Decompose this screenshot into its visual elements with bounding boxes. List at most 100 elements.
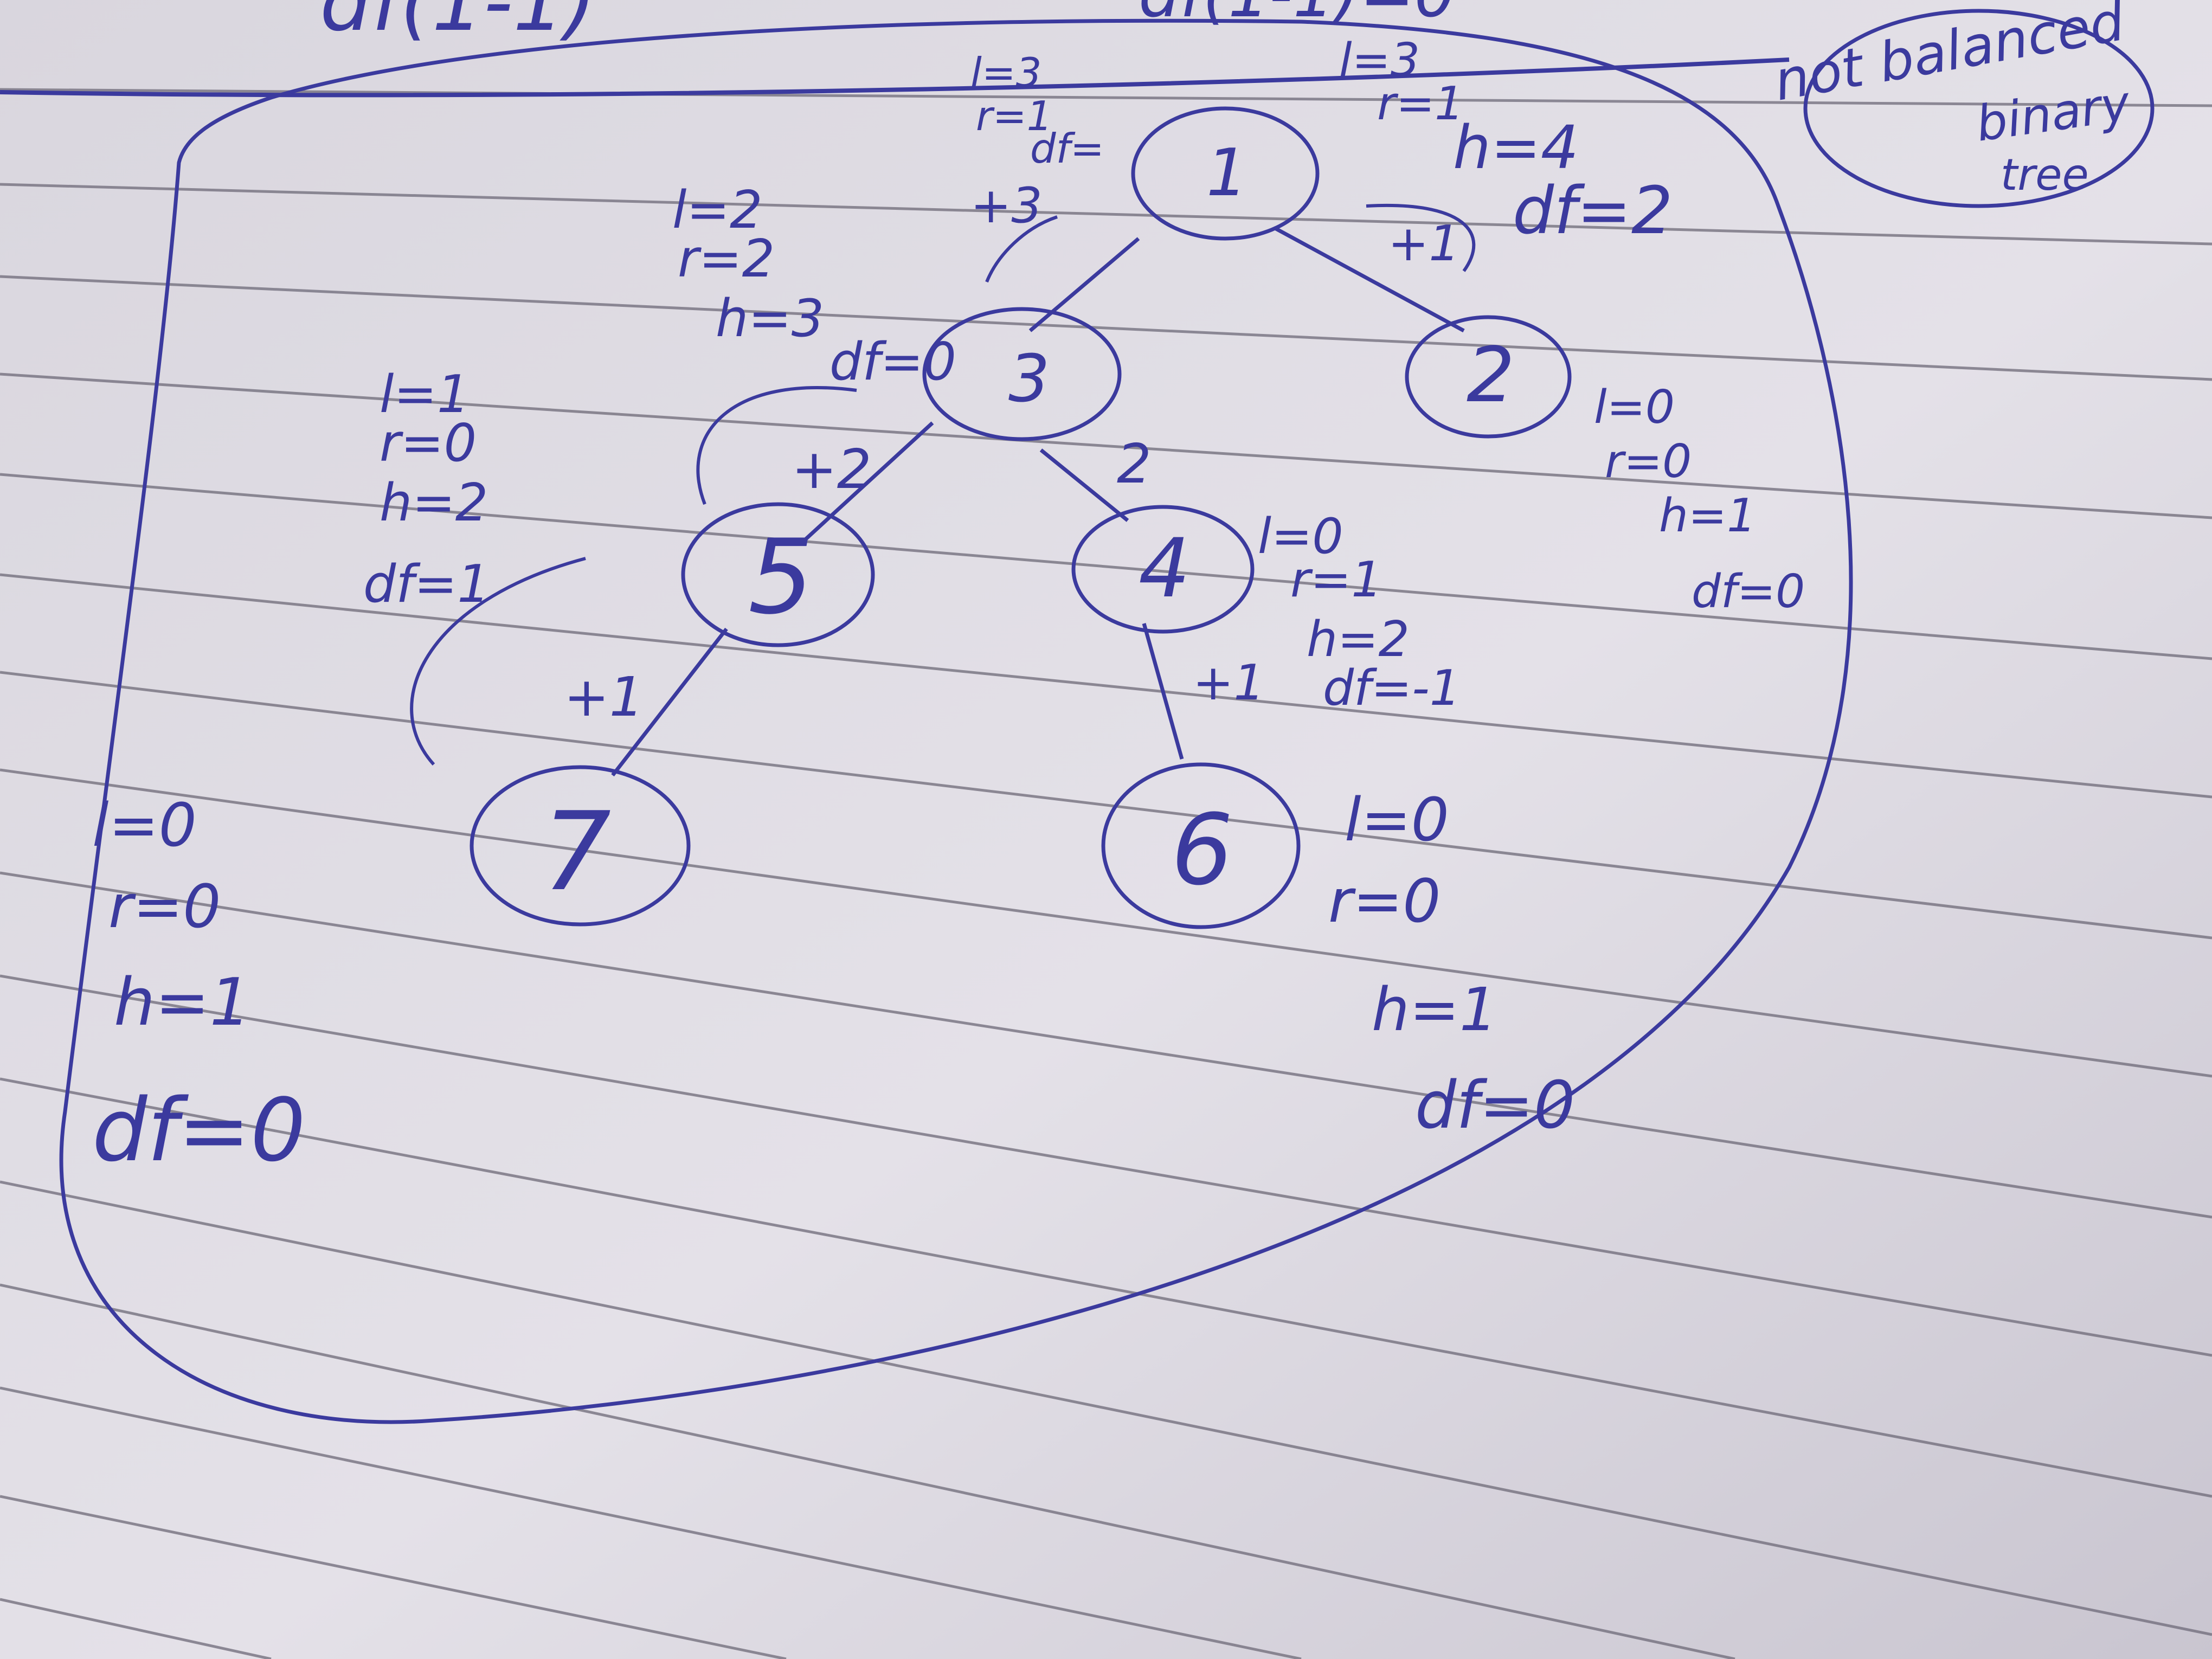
rule-line (0, 1283, 1735, 1659)
edge-label-5-7: +1 (564, 665, 644, 729)
node-6-circle (1101, 762, 1301, 929)
annotation-node-2: l=0 r=0 h=1 df=0 (1594, 381, 1805, 619)
top-ink-line (0, 57, 1790, 98)
node-1-circle (1131, 106, 1320, 241)
annotation-line: l=0 (1258, 508, 1343, 565)
node-2-circle (1405, 315, 1572, 439)
rule-line (0, 671, 2212, 940)
node-4: 4 (1071, 505, 1255, 634)
annotation-line: h=4 (1453, 113, 1579, 182)
annotation-node-7: l=0 r=0 h=1 df=0 (92, 790, 306, 1181)
annotation-line: r=0 (108, 872, 221, 941)
annotation-node-3: l=2 r=2 h=3 df=0 (672, 181, 956, 392)
arrow-7-to-5 (410, 557, 586, 766)
node-3-circle (922, 307, 1122, 441)
node-6: 6 (1101, 762, 1301, 929)
edge-3-4 (1039, 448, 1129, 522)
annotation-line: r=0 (1605, 435, 1692, 488)
annotation-line: h=2 (380, 473, 488, 533)
edge-5-7 (611, 627, 728, 777)
node-4-label: 4 (1139, 522, 1190, 616)
annotation-line: l=1 (380, 365, 470, 425)
arrow-3-to-1 (985, 215, 1058, 283)
edge-label-3-5: +2 (792, 438, 871, 501)
rule-line (0, 275, 2212, 381)
node-5-label: 5 (748, 517, 814, 637)
top-cutoff-center: df(1-1)=0 (1139, 0, 1456, 32)
annotation-line: h=1 (114, 965, 251, 1040)
node-4-circle (1071, 505, 1255, 634)
side-note-loop (1803, 9, 2155, 208)
rule-line (0, 1598, 272, 1659)
annotation-line: h=3 (716, 289, 824, 349)
annotation-line: r=2 (678, 229, 775, 289)
annotation-line: df=0 (829, 332, 956, 392)
rule-line (0, 1495, 787, 1659)
rule-line (0, 183, 2212, 246)
arrow-2-to-1 (1366, 203, 1476, 272)
annotation-line: df=0 (1692, 565, 1805, 619)
node-6-label: 6 (1171, 794, 1233, 907)
annotation-node-5: l=1 r=0 h=2 df=1 (363, 365, 490, 614)
annotation-line: r=0 (1328, 866, 1441, 936)
annotation-line: l=0 (1594, 381, 1675, 434)
annotation-line: l=3 (970, 49, 1041, 97)
annotation-line: df= (1030, 125, 1104, 172)
annotation-line: df=2 (1513, 173, 1673, 249)
rule-line (0, 871, 2212, 1219)
annotation-line: r=1 (976, 92, 1052, 140)
enclosing-loop (59, 18, 1853, 1424)
annotation-node-6: l=0 r=0 h=1 df=0 (1328, 785, 1575, 1143)
annotation-line: r=1 (1377, 77, 1464, 131)
ruled-lines (0, 88, 2212, 1659)
node-5: 5 (681, 502, 875, 647)
rule-line (0, 1180, 2212, 1636)
rule-line (0, 1077, 2212, 1498)
rule-line (0, 974, 2212, 1357)
rule-line (0, 573, 2212, 799)
rule-line (0, 473, 2212, 660)
node-2-label: 2 (1467, 331, 1515, 420)
node-7-label: 7 (542, 789, 611, 915)
top-cutoff-left: df(1-1) (320, 0, 596, 49)
annotation-node-1-left: l=3 r=1 df= (970, 49, 1104, 172)
node-3: 3 (922, 307, 1122, 441)
edge-label-3-4: 2 (1117, 432, 1152, 496)
node-1: 1 (1131, 106, 1320, 241)
annotation-line: h=1 (1659, 489, 1756, 543)
edge-label-1-2: +1 (1388, 215, 1460, 272)
node-1-label: 1 (1206, 136, 1248, 211)
annotation-line: df=0 (1415, 1068, 1575, 1143)
annotation-node-1-right: l=3 r=1 h=4 df=2 (1339, 34, 1673, 249)
side-note-line3: tree (2001, 150, 2089, 200)
tree-edges (611, 226, 1465, 777)
node-2: 2 (1405, 315, 1572, 439)
rule-line (0, 768, 2212, 1078)
node-7-circle (470, 765, 691, 927)
annotation-line: h=2 (1307, 611, 1410, 668)
edge-4-6 (1142, 623, 1184, 760)
edge-1-2 (1273, 226, 1465, 333)
annotation-line: l=0 (1345, 785, 1449, 854)
annotation-line: l=3 (1339, 34, 1420, 87)
node-5-circle (681, 502, 875, 647)
edge-label-1-3: +3 (970, 177, 1043, 234)
annotation-line: r=0 (380, 414, 477, 473)
node-3-label: 3 (1008, 342, 1050, 417)
annotation-line: df=0 (92, 1079, 306, 1181)
rotation-arrows (410, 203, 1476, 766)
edge-1-3 (1028, 237, 1140, 332)
rule-line (0, 88, 2212, 107)
annotation-node-4: l=0 r=1 h=2 df=-1 (1258, 508, 1461, 717)
rule-line (0, 372, 2212, 519)
annotation-line: h=1 (1372, 975, 1497, 1044)
annotation-line: l=2 (672, 181, 762, 240)
annotation-line: df=1 (363, 555, 490, 614)
annotation-line: df=-1 (1323, 660, 1461, 717)
edge-3-5 (801, 421, 934, 544)
annotation-line: l=0 (92, 790, 197, 860)
annotation-line: r=1 (1290, 551, 1382, 608)
node-7: 7 (470, 765, 691, 927)
edge-label-4-6: +1 (1193, 654, 1265, 711)
